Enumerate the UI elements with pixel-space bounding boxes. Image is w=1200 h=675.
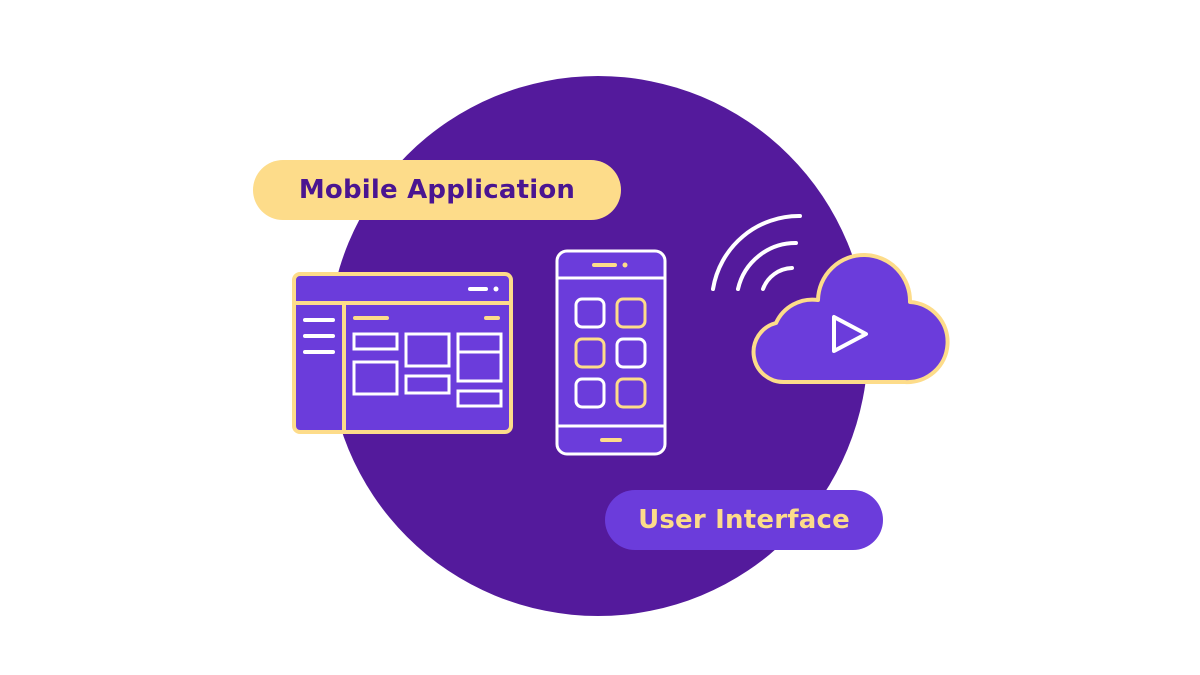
wifi-signal-icon bbox=[711, 213, 802, 291]
mobile-application-label: Mobile Application bbox=[253, 160, 621, 220]
desktop-window-icon bbox=[292, 272, 513, 434]
user-interface-label: User Interface bbox=[605, 490, 883, 550]
cloud-play-icon bbox=[751, 253, 950, 385]
smartphone-icon bbox=[555, 249, 667, 456]
